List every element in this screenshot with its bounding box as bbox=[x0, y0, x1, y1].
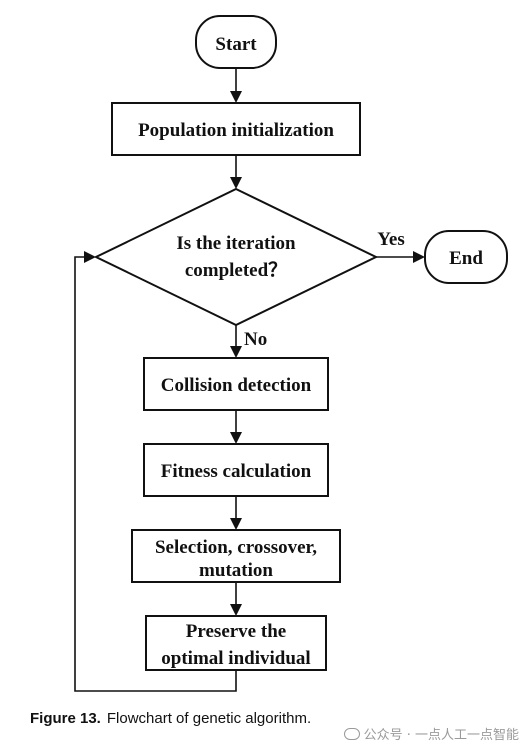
selection-crossover-mutation-node bbox=[131, 529, 341, 583]
collision-detection-node bbox=[143, 357, 329, 411]
arrowhead bbox=[230, 518, 242, 530]
caption-text: Flowchart of genetic algorithm. bbox=[106, 710, 312, 727]
arrowhead bbox=[230, 346, 242, 358]
arrowhead bbox=[230, 177, 242, 189]
fitness-calculation-label: Fitness calculation bbox=[161, 461, 312, 482]
iteration-decision-node bbox=[93, 187, 379, 327]
decision-label-line2: completed？ bbox=[185, 260, 287, 281]
watermark: 公众号 · 一点人工一点智能 bbox=[343, 724, 519, 743]
selection-label-line2: mutation bbox=[199, 560, 273, 581]
population-init-label: Population initialization bbox=[138, 120, 334, 141]
arrowhead bbox=[230, 604, 242, 616]
no-label: No bbox=[244, 329, 267, 350]
end-node bbox=[424, 230, 508, 284]
yes-label: Yes bbox=[377, 229, 404, 250]
selection-label-line1: Selection, crossover, bbox=[155, 537, 317, 558]
collision-detection-label: Collision detection bbox=[161, 375, 312, 396]
figure-caption: Figure 13. Flowchart of genetic algorithm… bbox=[30, 710, 311, 727]
arrowhead bbox=[230, 432, 242, 444]
fitness-calculation-node bbox=[143, 443, 329, 497]
figure-label: Figure 13. bbox=[30, 710, 101, 727]
end-label: End bbox=[449, 248, 483, 269]
preserve-optimal-node bbox=[145, 615, 327, 671]
arrowhead bbox=[413, 251, 425, 263]
population-init-node bbox=[111, 102, 361, 156]
arrowhead bbox=[230, 91, 242, 103]
preserve-label-line1: Preserve the bbox=[186, 621, 286, 642]
start-label: Start bbox=[215, 34, 257, 55]
decision-label-line1: Is the iteration bbox=[176, 233, 296, 254]
watermark-text: 公众号 · 一点人工一点智能 bbox=[363, 728, 519, 743]
preserve-label-line2: optimal individual bbox=[161, 648, 310, 669]
loop-back-arrow bbox=[74, 256, 237, 692]
arrowhead bbox=[84, 251, 96, 263]
wechat-icon bbox=[343, 728, 360, 740]
